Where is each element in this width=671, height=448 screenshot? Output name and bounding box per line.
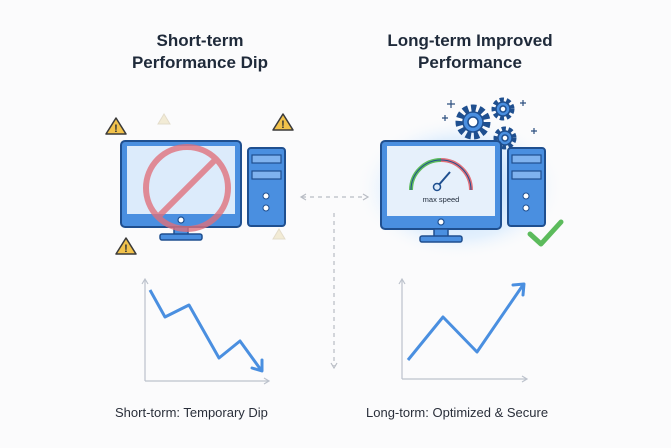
right-title-line2: Performance: [418, 53, 522, 72]
left-title: Short-term Performance Dip: [100, 30, 300, 74]
right-title: Long-term Improved Performance: [355, 30, 585, 74]
chart-axes: [398, 277, 529, 383]
right-title-line1: Long-term Improved: [387, 31, 553, 50]
left-caption: Short-torm: Temporary Dip: [115, 405, 268, 420]
up-arrow-head-icon: [511, 282, 526, 297]
sparkle-icon: [442, 100, 537, 134]
left-title-line2: Performance Dip: [131, 53, 269, 72]
faint-warning-icon: [157, 113, 286, 240]
down-arrow-head-icon: [250, 358, 264, 373]
svg-text:!: !: [114, 123, 118, 135]
checkmark-icon: [527, 219, 564, 247]
prohibited-icon: [143, 144, 231, 232]
horizontal-double-arrow-icon: [299, 193, 370, 201]
tower-pc-icon: [247, 147, 286, 227]
chart-axes: [141, 277, 271, 385]
warning-icon: !: [115, 237, 137, 255]
gauge-label: max speed: [423, 195, 460, 204]
left-title-line1: Short-term: [156, 31, 244, 50]
right-caption: Long-torm: Optimized & Secure: [366, 405, 549, 420]
gears-icon: [455, 97, 517, 150]
svg-text:!: !: [281, 119, 285, 131]
warning-icon: !: [105, 117, 127, 135]
vertical-down-arrow-icon: [330, 213, 338, 370]
speedometer-icon: max speed: [409, 158, 473, 204]
warning-icon: !: [272, 113, 294, 131]
svg-text:!: !: [124, 243, 128, 255]
downward-trend-line: [148, 289, 263, 371]
upward-trend-line: [406, 284, 525, 361]
tower-pc-icon: [507, 147, 546, 227]
